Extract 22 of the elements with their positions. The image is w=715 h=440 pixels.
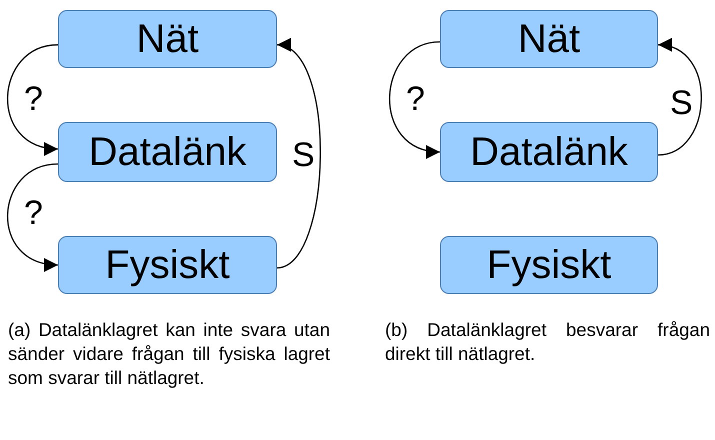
layer-box <box>440 236 658 294</box>
layer-box <box>440 122 658 182</box>
layer-name: Fysiskt <box>486 242 612 288</box>
layer-name: Nät <box>518 16 580 62</box>
layer-name: Datalänk <box>88 130 246 174</box>
arrow <box>658 40 702 156</box>
layer-name: Datalänk <box>470 130 628 174</box>
caption: (a) Datalänklagret kan inte svara utan sänder vidare frågan till fysiska lagret som svarar till nätlagret. <box>8 318 330 390</box>
layer-box <box>58 236 277 294</box>
layer-name: Nät <box>136 16 199 62</box>
layer-box <box>58 122 277 182</box>
edge-label: ? <box>24 196 43 230</box>
arrow <box>6 163 58 270</box>
arrow <box>6 44 58 154</box>
edge-label: S <box>670 86 693 120</box>
edge-label: ? <box>24 82 43 116</box>
caption: (b) Datalänklagret besvarar frågan direkt till nätlagret. <box>385 318 710 366</box>
edge-label: ? <box>406 82 425 116</box>
layer-box <box>58 10 277 68</box>
layer-name: Fysiskt <box>105 242 230 288</box>
layer-box <box>440 10 658 68</box>
arrow <box>388 41 440 158</box>
